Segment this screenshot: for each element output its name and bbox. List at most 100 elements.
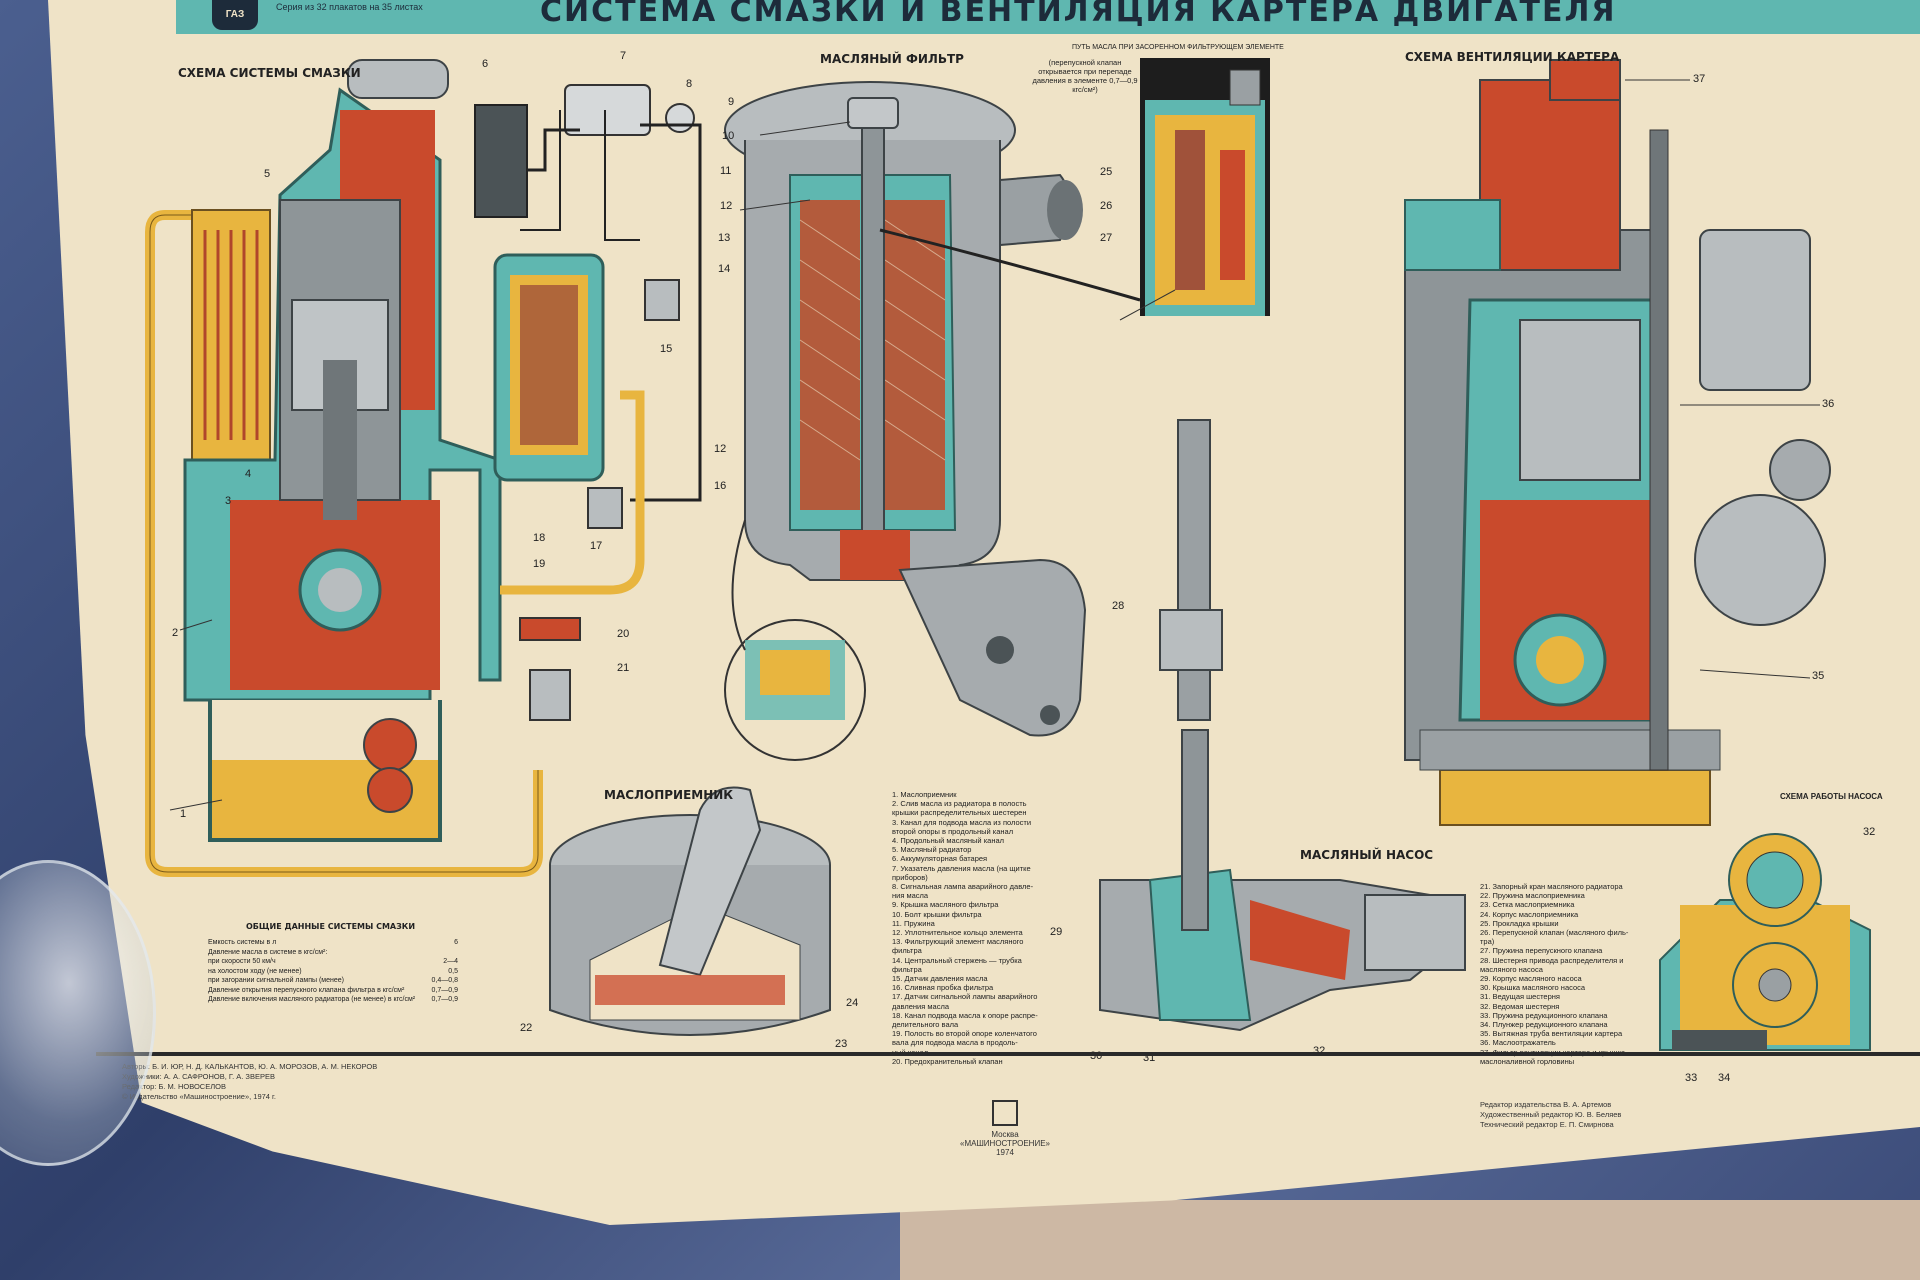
legend-item: 12. Уплотнительное кольцо элемента bbox=[892, 928, 1023, 938]
legend-item: маслоналивной горловины bbox=[1480, 1056, 1575, 1066]
legend-item: ния масла bbox=[892, 891, 929, 901]
label-num-12-bottom: 12 bbox=[714, 443, 727, 455]
table-row: на холостом ходу (не менее)0,5 bbox=[208, 967, 458, 975]
legend-item: 15. Датчик давления масла bbox=[892, 974, 988, 984]
legend-item: 29. Корпус масляного насоса bbox=[1480, 974, 1582, 984]
label-num-32-scheme: 32 bbox=[1863, 826, 1876, 838]
oil-intake-drawing bbox=[549, 786, 831, 1036]
legend-item: 10. Болт крышки фильтра bbox=[892, 909, 982, 919]
label-num-29: 29 bbox=[1050, 926, 1063, 938]
legend-item: 8. Сигнальная лампа аварийного давле- bbox=[892, 882, 1034, 892]
legend-item: 20. Предохранительный клапан bbox=[892, 1056, 1003, 1066]
legend-item: 36. Маслоотражатель bbox=[1480, 1038, 1556, 1048]
label-num-19: 19 bbox=[533, 558, 546, 570]
credits-left: Авторы: Б. И. ЮР, Н. Д. КАЛЬКАНТОВ, Ю. А… bbox=[122, 1062, 378, 1101]
legend-item: фильтра bbox=[892, 964, 922, 974]
legend-item: 21. Запорный кран масляного радиатора bbox=[1480, 882, 1623, 891]
heading-general-data: ОБЩИЕ ДАННЫЕ СИСТЕМЫ СМАЗКИ bbox=[246, 922, 416, 931]
legend-item: крышки распределительных шестерен bbox=[892, 808, 1027, 818]
label-num-24: 24 bbox=[846, 997, 859, 1009]
label-num-9: 9 bbox=[728, 96, 735, 108]
legend-item: 32. Ведомая шестерня bbox=[1480, 1001, 1560, 1011]
label-num-17: 17 bbox=[590, 540, 603, 552]
oil-pump-drawing bbox=[1099, 419, 1466, 1032]
parts-legend-left: 1. Маслоприемник 2. Слив масла из радиат… bbox=[892, 790, 1038, 1066]
label-num-18: 18 bbox=[533, 532, 546, 544]
legend-item: масляного насоса bbox=[1480, 964, 1543, 974]
label-num-16: 16 bbox=[714, 480, 727, 492]
legend-item: 4. Продольный масляный канал bbox=[892, 836, 1005, 846]
label-num-4: 4 bbox=[245, 468, 252, 480]
legend-item: 2. Слив масла из радиатора в полость bbox=[892, 799, 1027, 809]
label-num-35: 35 bbox=[1812, 670, 1825, 682]
label-num-36: 36 bbox=[1822, 398, 1835, 410]
legend-item: 7. Указатель давления масла (на щитке bbox=[892, 863, 1031, 873]
legend-item: 1. Маслоприемник bbox=[892, 790, 957, 799]
series-note: Серия из 32 плакатов на 35 листах bbox=[276, 2, 423, 12]
label-num-6: 6 bbox=[482, 58, 489, 70]
parts-legend-right: 21. Запорный кран масляного радиатора 22… bbox=[1480, 882, 1628, 1066]
legend-item: 14. Центральный стержень — трубка bbox=[892, 955, 1022, 965]
legend-item: 24. Корпус маслоприемника bbox=[1480, 909, 1579, 919]
legend-item: вала для подвода масла в продоль- bbox=[892, 1038, 1018, 1048]
legend-item: давления масла bbox=[892, 1001, 950, 1011]
publisher-block: Москва «МАШИНОСТРОЕНИЕ» 1974 bbox=[950, 1100, 1060, 1157]
legend-item: 18. Канал подвода масла к опоре распре- bbox=[892, 1010, 1038, 1020]
legend-item: 27. Пружина перепускного клапана bbox=[1480, 946, 1603, 956]
table-row: Давление включения масляного радиатора (… bbox=[208, 996, 458, 1003]
publisher-city: Москва bbox=[991, 1130, 1019, 1139]
label-num-26: 26 bbox=[1100, 200, 1113, 212]
publisher-year: 1974 bbox=[996, 1148, 1014, 1157]
crankcase-ventilation-drawing bbox=[1404, 59, 1831, 826]
table-row: при загорании сигнальной лампы (менее)0,… bbox=[208, 977, 458, 984]
label-num-21: 21 bbox=[617, 662, 630, 674]
label-num-27: 27 bbox=[1100, 232, 1113, 244]
label-num-37: 37 bbox=[1693, 73, 1706, 85]
publisher-logo-icon bbox=[992, 1100, 1018, 1126]
heading-clogged-path: ПУТЬ МАСЛА ПРИ ЗАСОРЕННОМ ФИЛЬТРУЮЩЕМ ЭЛ… bbox=[1072, 44, 1284, 51]
heading-crankcase-vent: СХЕМА ВЕНТИЛЯЦИИ КАРТЕРА bbox=[1405, 50, 1620, 64]
legend-item: 28. Шестерня привода распределителя и bbox=[1480, 955, 1624, 965]
legend-item: 11. Пружина bbox=[892, 918, 935, 928]
legend-item: второй опоры в продольный канал bbox=[892, 826, 1014, 836]
credits-right: Редактор издательства В. А. Артемов Худо… bbox=[1480, 1100, 1622, 1129]
label-num-1: 1 bbox=[180, 808, 187, 820]
legend-item: 25. Прокладка крышки bbox=[1480, 918, 1559, 928]
table-row: Давление масла в системе в кгс/см²: bbox=[208, 948, 328, 956]
label-num-23: 23 bbox=[835, 1038, 848, 1050]
legend-item: 13. Фильтрующий элемент масляного bbox=[892, 937, 1024, 947]
label-num-13: 13 bbox=[718, 232, 731, 244]
legend-item: фильтра bbox=[892, 946, 922, 956]
legend-item: 19. Полость во второй опоре коленчатого bbox=[892, 1029, 1037, 1039]
label-num-11: 11 bbox=[720, 165, 732, 177]
title-banner bbox=[176, 0, 1920, 34]
legend-item: 9. Крышка масляного фильтра bbox=[892, 900, 999, 910]
floor-background bbox=[900, 1200, 1920, 1280]
table-row: Давление открытия перепускного клапана ф… bbox=[208, 986, 458, 994]
legend-item: 30. Крышка масляного насоса bbox=[1480, 983, 1586, 993]
label-num-8: 8 bbox=[686, 78, 693, 90]
legend-item: 35. Вытяжная труба вентиляции картера bbox=[1480, 1029, 1623, 1039]
legend-item: 16. Сливная пробка фильтра bbox=[892, 983, 994, 993]
label-num-22: 22 bbox=[520, 1022, 533, 1034]
label-num-7: 7 bbox=[620, 50, 627, 62]
bottom-rule bbox=[96, 1052, 1920, 1056]
label-num-20: 20 bbox=[617, 628, 630, 640]
legend-item: делительного вала bbox=[892, 1020, 959, 1030]
legend-item: тра) bbox=[1480, 937, 1495, 947]
legend-item: 17. Датчик сигнальной лампы аварийного bbox=[892, 992, 1038, 1002]
label-num-3: 3 bbox=[225, 495, 232, 507]
legend-item: 23. Сетка маслоприемника bbox=[1480, 900, 1575, 910]
bypass-note: (перепускной клапан открывается при пере… bbox=[1032, 58, 1138, 94]
pump-scheme-drawing bbox=[1659, 833, 1871, 1051]
publisher-name: «МАШИНОСТРОЕНИЕ» bbox=[960, 1139, 1050, 1148]
label-num-25: 25 bbox=[1100, 166, 1113, 178]
legend-item: 6. Аккумуляторная батарея bbox=[892, 854, 988, 864]
legend-item: приборов) bbox=[892, 872, 928, 882]
heading-oil-filter: МАСЛЯНЫЙ ФИЛЬТР bbox=[820, 52, 964, 66]
label-num-2: 2 bbox=[172, 627, 179, 639]
